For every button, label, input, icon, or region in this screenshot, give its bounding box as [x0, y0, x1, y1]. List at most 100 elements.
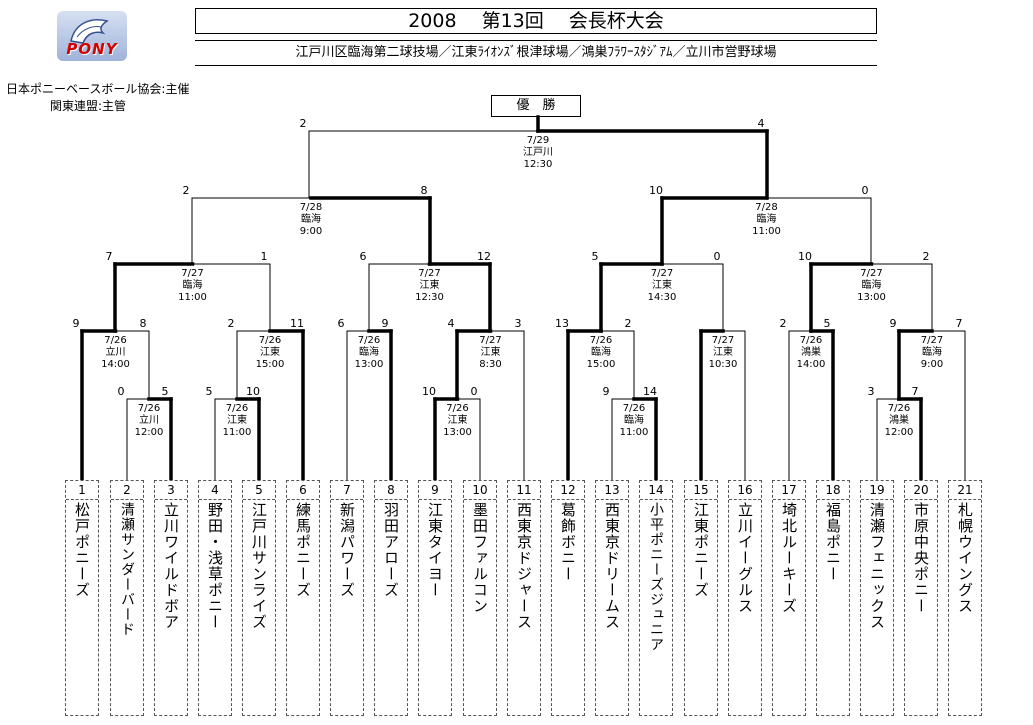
game-date: 7/26	[623, 403, 645, 414]
game-time: 12:00	[135, 427, 164, 438]
game-time: 11:00	[620, 427, 649, 438]
game-venue: 江東	[260, 345, 280, 358]
pony-logo: PONY	[57, 11, 127, 61]
game-venue: 江戸川	[523, 146, 553, 158]
game-time: 13:00	[355, 359, 384, 370]
game-venue: 臨海	[922, 345, 942, 358]
game-venue: 江東	[652, 278, 672, 291]
game-time: 15:00	[256, 359, 285, 370]
team-entry: 16 立川イーグルス	[728, 480, 762, 716]
game-venue: 臨海	[862, 278, 882, 291]
score-right: 2	[923, 250, 930, 263]
game-date: 7/26	[446, 403, 468, 414]
team-number: 4	[199, 481, 231, 500]
team-name: 立川イーグルス	[736, 502, 754, 614]
score-left: 6	[338, 317, 345, 330]
game-time: 15:00	[587, 359, 616, 370]
game-venue: 江東	[481, 345, 501, 358]
team-number: 7	[331, 481, 363, 500]
game-venue: 江東	[420, 278, 440, 291]
game-time: 14:00	[797, 359, 826, 370]
game-date: 7/27	[651, 268, 673, 279]
team-number: 15	[685, 481, 717, 500]
game-time: 12:30	[415, 292, 444, 303]
game-time: 12:30	[524, 159, 553, 170]
score-right: 1	[261, 250, 268, 263]
game-date: 7/26	[138, 403, 160, 414]
team-number: 20	[905, 481, 937, 500]
game-time: 8:30	[479, 359, 501, 370]
score-left: 2	[228, 317, 235, 330]
game-date: 7/26	[590, 335, 612, 346]
team-name: 清瀬フェニックス	[868, 502, 886, 630]
team-number: 19	[861, 481, 893, 500]
game-date: 7/26	[888, 403, 910, 414]
team-number: 5	[243, 481, 275, 500]
horse-icon	[70, 19, 109, 44]
score-right: 0	[862, 184, 869, 197]
score-right: 4	[758, 117, 765, 130]
score-right: 9	[382, 317, 389, 330]
host-organizer: 日本ポニーベースボール協会:主催	[6, 82, 190, 96]
game-date: 7/28	[755, 202, 777, 213]
game-time: 13:00	[857, 292, 886, 303]
team-number: 8	[375, 481, 407, 500]
game-date: 7/29	[527, 135, 549, 146]
score-right: 5	[824, 317, 831, 330]
game-time: 13:00	[443, 427, 472, 438]
team-number: 11	[508, 481, 540, 500]
team-number: 21	[949, 481, 981, 500]
team-name: 福島ポニー	[824, 502, 842, 582]
team-entry: 2 清瀬サンダーバード	[110, 480, 144, 716]
game-date: 7/26	[226, 403, 248, 414]
game-time: 9:00	[300, 226, 322, 237]
team-name: 江東ポニーズ	[692, 502, 710, 598]
team-name: 清瀬サンダーバード	[119, 502, 135, 637]
score-right: 3	[515, 317, 522, 330]
score-left: 10	[422, 385, 436, 398]
team-name: 松戸ポニーズ	[73, 502, 91, 598]
team-number: 12	[552, 481, 584, 500]
score-left: 5	[206, 385, 213, 398]
team-name: 札幌ウイングス	[956, 502, 974, 614]
game-venue: 江東	[713, 345, 733, 358]
score-left: 13	[555, 317, 569, 330]
team-number: 9	[419, 481, 451, 500]
team-name: 埼北ルーキーズ	[780, 502, 798, 614]
game-date: 7/26	[104, 335, 126, 346]
game-time: 11:00	[223, 427, 252, 438]
tournament-title: 2008 第13回 会長杯大会	[195, 8, 877, 34]
game-venue: 臨海	[301, 212, 321, 225]
game-date: 7/26	[259, 335, 281, 346]
game-venue: 鴻巣	[889, 413, 909, 426]
score-left: 4	[448, 317, 455, 330]
score-left: 9	[603, 385, 610, 398]
score-right: 7	[956, 317, 963, 330]
game-time: 10:30	[709, 359, 738, 370]
team-number: 16	[729, 481, 761, 500]
team-name: 市原中央ポニー	[912, 502, 930, 614]
game-date: 7/27	[860, 268, 882, 279]
game-venue: 立川	[139, 413, 159, 426]
game-date: 7/26	[800, 335, 822, 346]
score-left: 5	[592, 250, 599, 263]
game-time: 9:00	[921, 359, 943, 370]
team-number: 13	[596, 481, 628, 500]
team-number: 2	[111, 481, 143, 500]
game-venue: 臨海	[591, 345, 611, 358]
champion-box: 優 勝	[491, 95, 581, 117]
score-right: 0	[471, 385, 478, 398]
game-venue: 臨海	[757, 212, 777, 225]
score-left: 10	[798, 250, 812, 263]
team-name: 小平ポニーズジュニア	[648, 502, 664, 652]
game-time: 14:00	[101, 359, 130, 370]
score-left: 3	[868, 385, 875, 398]
score-right: 14	[643, 385, 657, 398]
